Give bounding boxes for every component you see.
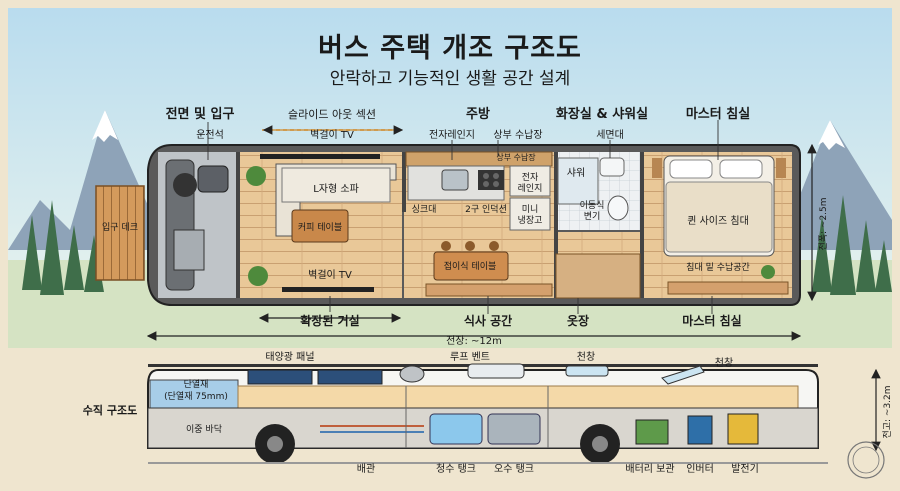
label-solar: 태양광 패널 xyxy=(265,351,314,363)
label-inverter: 인버터 xyxy=(686,463,714,475)
label-battery: 배터리 보관 xyxy=(625,463,674,475)
label-upper-storage-inner: 상부 수납장 xyxy=(496,152,536,162)
label-grey-tank: 오수 탱크 xyxy=(494,463,534,475)
section-kitchen: 주방 xyxy=(466,106,490,122)
leader-lines xyxy=(207,120,719,314)
label-mini-fridge-line: 냉장고 xyxy=(518,215,543,226)
label-driver-seat: 운전석 xyxy=(196,129,224,141)
entry-deck xyxy=(95,185,145,281)
label-height-dim: 전고: ~3.2m xyxy=(882,385,893,438)
label-skylight-1: 천창 xyxy=(577,351,595,363)
label-microwave: 전자레인지 xyxy=(429,129,475,141)
label-tv-bottom: 벽걸이 TV xyxy=(308,268,352,281)
label-toilet-line: 이동식 xyxy=(580,200,605,211)
dimension-lines xyxy=(146,125,881,452)
label-roof-vent: 루프 벤트 xyxy=(450,351,490,363)
label-shower: 샤워 xyxy=(567,166,585,179)
label-mini-fridge-line: 미니 xyxy=(522,204,539,215)
label-length-dim: 전장: ~12m xyxy=(446,335,502,347)
postmark-stamp xyxy=(847,441,885,479)
label-sink: 싱크대 xyxy=(412,204,437,215)
label-generator: 발전기 xyxy=(731,463,759,475)
label-sofa: L자형 소파 xyxy=(313,183,359,195)
label-width-dim: 전폭: ~2.5m xyxy=(818,197,829,250)
label-fresh-tank: 청수 탱크 xyxy=(436,463,476,475)
bus-side-view xyxy=(147,363,828,464)
section-side-view: 수직 구조도 xyxy=(83,403,137,417)
label-folding-table: 접이식 테이블 xyxy=(444,260,497,272)
label-piping: 배관 xyxy=(357,463,375,475)
section-living: 확장된 거실 xyxy=(300,313,359,328)
label-insulation-line: (단열재 75mm) xyxy=(164,391,228,402)
label-oven-line: 레인지 xyxy=(518,183,543,194)
label-oven-line: 전자 xyxy=(522,172,539,183)
label-insulation-line: 단열재 xyxy=(184,379,209,390)
bus-floorplan xyxy=(147,129,801,306)
section-closet: 옷장 xyxy=(567,313,589,328)
section-master-bottom: 마스터 침실 xyxy=(682,313,741,328)
page-subtitle: 안락하고 기능적인 생활 공간 설계 xyxy=(329,69,571,89)
label-double-floor: 이중 바닥 xyxy=(186,424,222,435)
label-insulation: 단열재(단열재 75mm) xyxy=(164,379,228,402)
label-coffee-table: 커피 테이블 xyxy=(298,222,342,233)
label-skylight-2: 천창 xyxy=(715,357,733,369)
label-induction: 2구 인덕션 xyxy=(465,204,507,215)
section-bath-shower: 화장실 & 샤워실 xyxy=(556,106,648,122)
label-toilet-line: 변기 xyxy=(584,211,601,222)
page-title: 버스 주택 개조 구조도 xyxy=(318,33,582,64)
section-slide-out: 슬라이드 아웃 섹션 xyxy=(288,108,376,121)
label-queen-bed: 퀸 사이즈 침대 xyxy=(687,215,749,227)
section-master-top: 마스터 침실 xyxy=(686,106,750,122)
label-upper-storage: 상부 수납장 xyxy=(493,129,542,141)
label-under-bed: 침대 밑 수납공간 xyxy=(686,261,750,273)
section-dining: 식사 공간 xyxy=(464,313,512,328)
label-entry-deck: 입구 데크 xyxy=(102,221,138,233)
label-vanity: 세면대 xyxy=(596,129,624,141)
section-front-entry: 전면 및 입구 xyxy=(166,106,235,122)
label-tv-top: 벽걸이 TV xyxy=(310,128,354,141)
